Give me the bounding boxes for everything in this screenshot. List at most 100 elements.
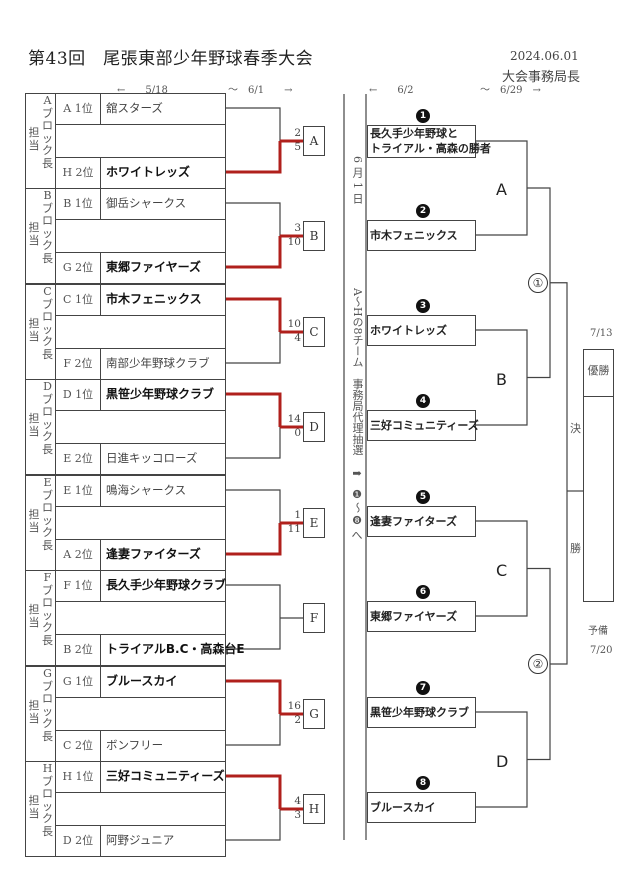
- bracket-line-bottom: [226, 523, 282, 556]
- game-box-E: E: [303, 508, 325, 538]
- team-row: E 1位 鳴海シャークス: [56, 476, 225, 507]
- seeded-team-box: 逢妻ファイターズ: [367, 506, 476, 537]
- team-name: 市木フェニックス: [106, 292, 202, 306]
- seeded-team-name: 三好コミュニティーズ: [370, 419, 479, 432]
- block-tanto-label: 担当: [28, 317, 40, 343]
- block-leader-label: Eブロック長: [42, 476, 53, 552]
- score-bottom: 3: [294, 809, 301, 821]
- team-name: 南部少年野球クラブ: [106, 356, 210, 370]
- team-name: 御岳シャークス: [106, 196, 187, 210]
- champion-label: 優勝: [584, 350, 613, 397]
- issue-date: 2024.06.01: [510, 49, 579, 63]
- seed-number: 7: [416, 681, 430, 695]
- block-A: Aブロック長 担当 A 1位 舘スターズ H 2位 ホワイトレッズ: [25, 93, 226, 189]
- game-box-C: C: [303, 317, 325, 347]
- final-bracket: [550, 282, 568, 665]
- block-C: Cブロック長 担当 C 1位 市木フェニックス F 2位 南部少年野球クラブ: [25, 284, 226, 380]
- seeded-team-box: 東郷ファイヤーズ: [367, 601, 476, 632]
- block-tanto-label: 担当: [28, 126, 40, 152]
- block-side: Bブロック長 担当: [26, 189, 56, 283]
- team-rank: G 1位: [56, 667, 101, 697]
- block-tanto-label: 担当: [28, 699, 40, 725]
- seed-tilde: ～: [351, 501, 364, 513]
- team-rank: D 1位: [56, 380, 101, 410]
- block-leader-label: Dブロック長: [42, 380, 53, 456]
- game-box-G: G: [303, 699, 325, 729]
- block-tanto-label: 担当: [28, 603, 40, 629]
- team-rank: D 2位: [56, 826, 101, 856]
- quarter-label: A: [496, 180, 507, 199]
- bracket-line-top: [226, 297, 282, 332]
- block-side: Cブロック長 担当: [26, 285, 56, 379]
- seeded-team-box: 長久手少年野球とトライアル・高森の勝者: [367, 125, 491, 158]
- right-schedule-end: ～ 6/29 →: [480, 85, 541, 96]
- final-date: 7/13: [590, 328, 613, 339]
- seed-number: 2: [416, 204, 430, 218]
- block-leader-label: Cブロック長: [42, 285, 53, 361]
- team-rank: H 1位: [56, 762, 101, 792]
- left-schedule-start: ← 5/18: [117, 85, 168, 96]
- team-rank: E 1位: [56, 476, 101, 506]
- team-row: C 1位 市木フェニックス: [56, 285, 225, 316]
- block-leader-label: Aブロック長: [42, 94, 53, 170]
- game-box-H: H: [303, 794, 325, 824]
- left-schedule-end: ～ 6/1 →: [228, 85, 293, 96]
- seed-from: ❶: [352, 487, 362, 501]
- game-box-A: A: [303, 126, 325, 156]
- reserve-date: 7/20: [590, 645, 613, 656]
- team-row: F 2位 南部少年野球クラブ: [56, 348, 225, 379]
- score-bottom: 2: [294, 714, 301, 726]
- score-top: 3: [294, 222, 301, 234]
- score-bottom: 10: [287, 236, 301, 248]
- score-bottom: 11: [287, 523, 301, 535]
- seeded-team-box: ホワイトレッズ: [367, 315, 476, 346]
- block-leader-label: Bブロック長: [42, 189, 53, 265]
- team-row: B 1位 御岳シャークス: [56, 189, 225, 220]
- team-row: G 2位 東郷ファイヤーズ: [56, 252, 225, 283]
- seeded-team-box: ブルースカイ: [367, 792, 476, 823]
- team-name: 長久手少年野球クラブ: [106, 578, 227, 592]
- seeded-team-box: 市木フェニックス: [367, 220, 476, 251]
- team-name: 舘スターズ: [106, 101, 163, 115]
- score-top: 14: [287, 413, 301, 425]
- team-rank: E 2位: [56, 444, 101, 474]
- seeded-team-box: 三好コミュニティーズ: [367, 410, 479, 441]
- team-rank: F 2位: [56, 349, 101, 379]
- team-row: B 2位 トライアルB.C・高森台E: [56, 634, 245, 665]
- block-side: Fブロック長 担当: [26, 571, 56, 665]
- reserve-label: 予備: [588, 626, 608, 637]
- team-name: 三好コミュニティーズ: [106, 769, 225, 783]
- final-label-bottom: 勝: [570, 542, 581, 555]
- block-B: Bブロック長 担当 B 1位 御岳シャークス G 2位 東郷ファイヤーズ: [25, 188, 226, 284]
- team-row: H 1位 三好コミュニティーズ: [56, 762, 225, 793]
- issuer: 大会事務局長: [502, 70, 581, 85]
- block-side: Hブロック長 担当: [26, 762, 56, 856]
- team-name: 東郷ファイヤーズ: [106, 260, 202, 274]
- bracket-line-bottom: [226, 809, 281, 841]
- seeded-team-name: ブルースカイ: [370, 801, 436, 814]
- block-leader-label: Hブロック長: [42, 762, 53, 838]
- seed-number: 1: [416, 109, 430, 123]
- block-tanto-label: 担当: [28, 221, 40, 247]
- block-side: Gブロック長 担当: [26, 667, 56, 761]
- bracket-line-top: [226, 489, 281, 523]
- block-G: Gブロック長 担当 G 1位 ブルースカイ C 2位 ボンフリー: [25, 666, 226, 762]
- draw-note: 6月1日 A～Hの8チーム 事務局代理抽選 ➡ ❶ ～ ❽ へ: [346, 98, 368, 543]
- final-label-top: 決: [570, 422, 581, 435]
- block-H: Hブロック長 担当 H 1位 三好コミュニティーズ D 2位 阿野ジュニア: [25, 761, 226, 857]
- seeded-team-name: 逢妻ファイターズ: [370, 515, 458, 528]
- team-row: E 2位 日進キッコローズ: [56, 443, 225, 474]
- seeded-team-name: ホワイトレッズ: [370, 324, 447, 337]
- draw-date: 6月1日: [351, 156, 364, 208]
- seeded-team-box: 黒笹少年野球クラブ: [367, 697, 476, 728]
- bracket-line-top: [226, 202, 281, 236]
- seed-number: 8: [416, 776, 430, 790]
- quarter-label: D: [496, 751, 509, 771]
- team-row: D 2位 阿野ジュニア: [56, 825, 225, 856]
- bracket-line-bottom: [226, 427, 281, 459]
- seed-to: ❽: [352, 513, 362, 527]
- block-tanto-label: 担当: [28, 794, 40, 820]
- team-rank: C 1位: [56, 285, 101, 315]
- team-row: A 1位 舘スターズ: [56, 94, 225, 125]
